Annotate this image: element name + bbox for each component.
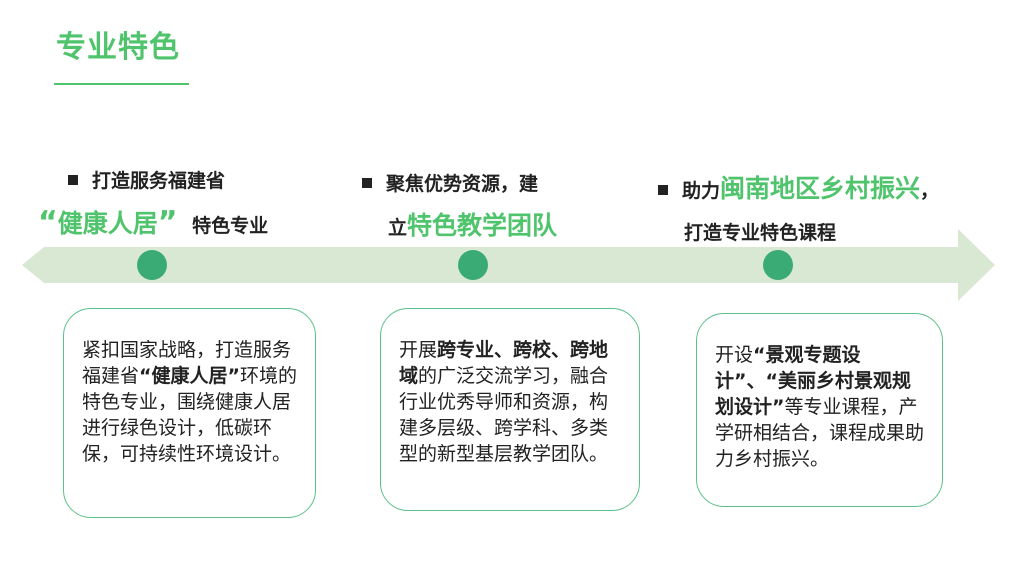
bullet-icon — [658, 185, 668, 195]
feature-heading-3: 助力闽南地区乡村振兴， 打造专业特色课程 — [658, 168, 939, 254]
timeline-dot-2 — [458, 250, 488, 280]
highlight-text: 特色教学团队 — [407, 211, 558, 240]
highlight-text: 闽南地区乡村振兴 — [720, 174, 921, 203]
feature-card-3: 开设“景观专题设计”、“美丽乡村景观规划设计”等专业课程，产学研相结合，课程成果… — [696, 313, 943, 507]
feature-heading-1: 打造服务福建省 “健康人居” 特色专业 — [38, 170, 269, 240]
bullet-icon — [68, 175, 78, 185]
timeline-arrow-shape — [22, 229, 995, 301]
title-underline — [54, 83, 189, 85]
feature-card-2: 开展跨专业、跨校、跨地域的广泛交流学习，融合行业优秀导师和资源，构建多层级、跨学… — [380, 308, 640, 511]
feature-card-1: 紧扣国家战略，打造服务福建省“健康人居”环境的特色专业，围绕健康人居进行绿色设计… — [63, 308, 316, 518]
highlight-text: 健康人居 — [57, 209, 158, 238]
page-title: 专业特色 — [56, 30, 180, 65]
timeline-dot-1 — [137, 250, 167, 280]
bullet-icon — [362, 178, 372, 188]
timeline-dot-3 — [763, 250, 793, 280]
feature-heading-2: 聚焦优势资源，建 立特色教学团队 — [362, 163, 557, 249]
timeline-arrow — [22, 229, 995, 301]
